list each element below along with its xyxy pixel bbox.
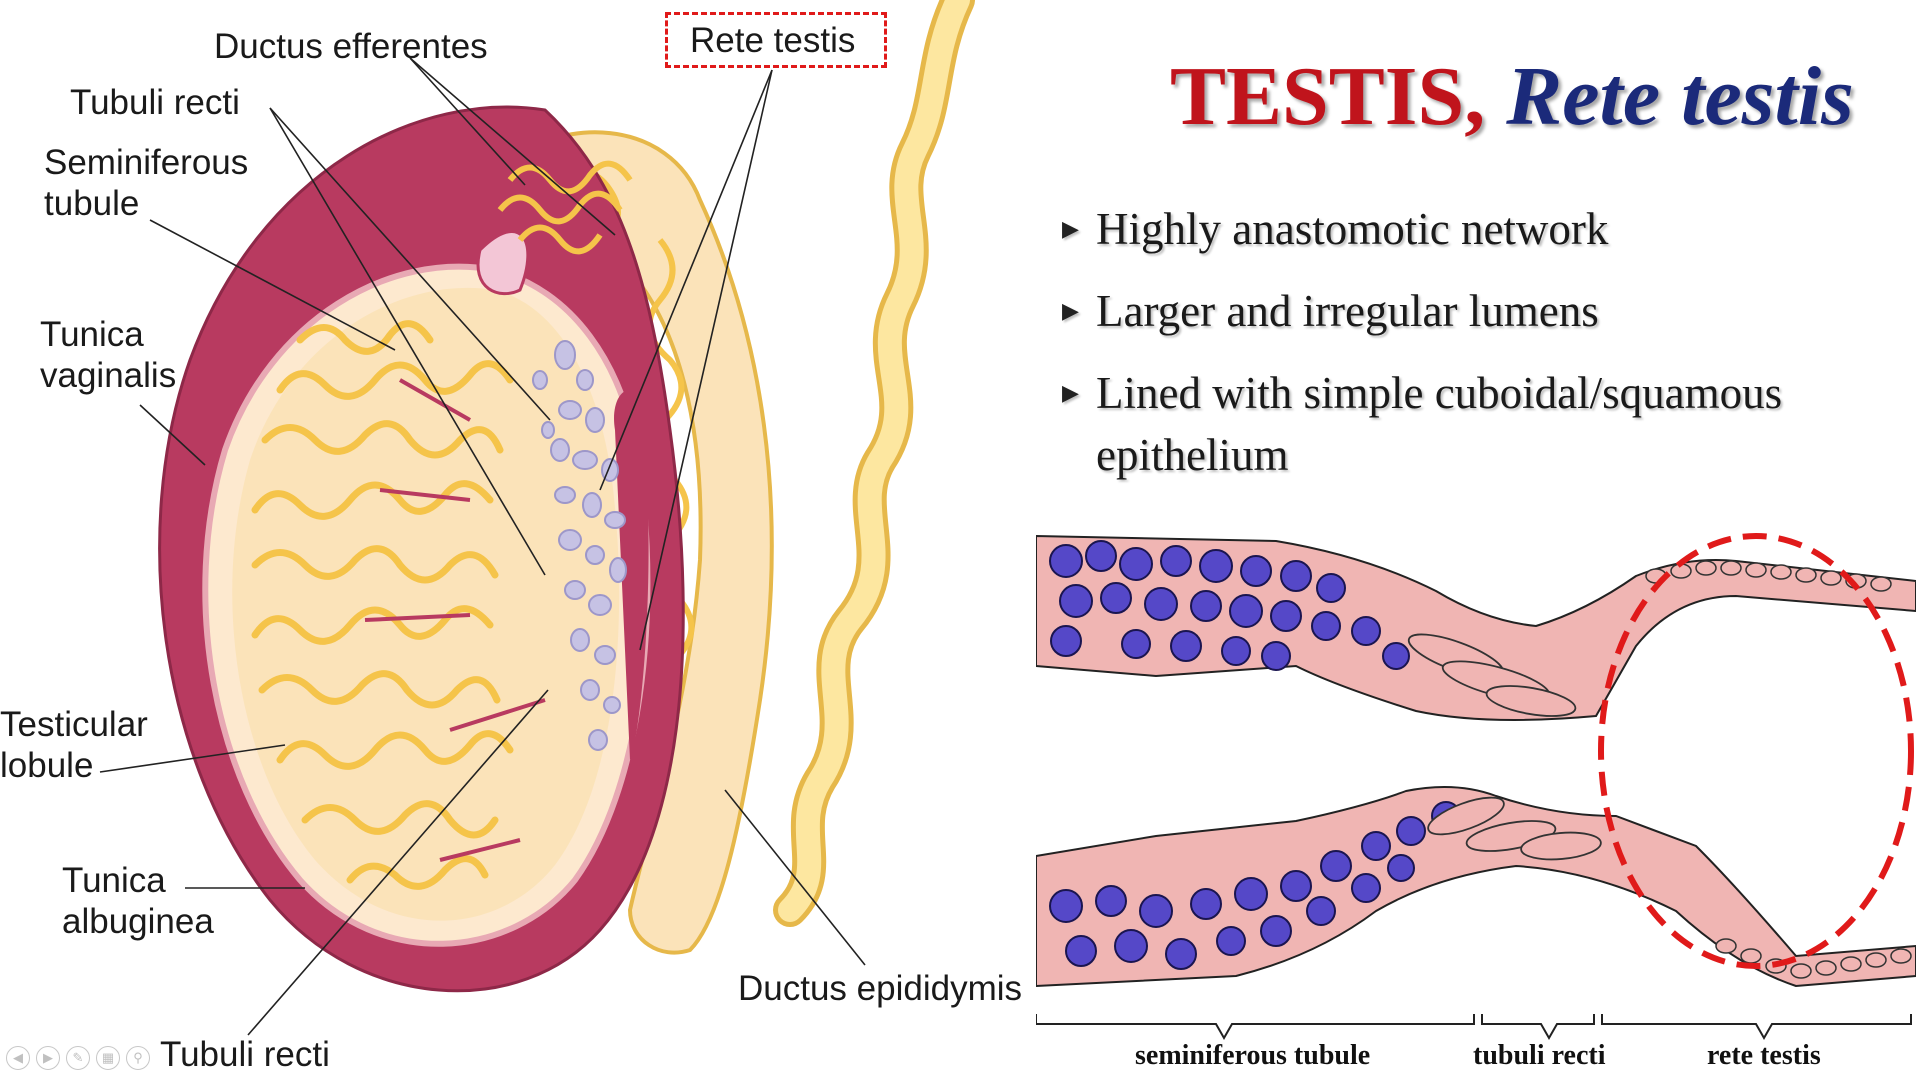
bullet-arrow-icon: ▶ [1062, 216, 1079, 241]
title-sub: Rete testis [1506, 50, 1854, 143]
epididymis [487, 130, 774, 955]
bullet-list: ▶ Highly anastomotic network ▶ Larger and … [1062, 198, 1912, 506]
bullet-text: Highly anastomotic network [1096, 204, 1609, 254]
pen-icon[interactable]: ✎ [66, 1046, 90, 1070]
label-seminiferous-tubule: Seminiferous tubule [44, 143, 249, 224]
label-rete-testis: Rete testis [690, 21, 856, 60]
bullet-arrow-icon: ▶ [1062, 298, 1079, 323]
prev-icon[interactable]: ◀ [6, 1046, 30, 1070]
histology-illustration [1036, 533, 1916, 1041]
testis-diagram [99, 0, 975, 1036]
label-histology-tubuli-recti: tubuli recti [1473, 1040, 1606, 1071]
label-tubuli-recti-top: Tubuli recti [70, 83, 240, 122]
tubuli-recti-cells [1407, 633, 1602, 861]
label-ductus-epididymis: Ductus epididymis [738, 969, 1022, 1008]
next-icon[interactable]: ▶ [36, 1046, 60, 1070]
label-testicular-lobule: Testicular lobule [0, 705, 148, 786]
germ-cells-lower [1049, 801, 1461, 970]
seminiferous-tubules [251, 320, 514, 890]
slides-icon[interactable]: ▦ [96, 1046, 120, 1070]
bullet-arrow-icon: ▶ [1062, 380, 1079, 405]
bullet-item: ▶ Larger and irregular lumens [1062, 280, 1912, 342]
label-tunica-vaginalis: Tunica vaginalis [40, 315, 177, 396]
label-histology-rete-testis: rete testis [1707, 1040, 1821, 1071]
bullet-text: Lined with simple cuboidal/squamous epit… [1096, 368, 1783, 480]
label-histology-seminiferous: seminiferous tubule [1135, 1040, 1371, 1071]
rete-testis-network [532, 340, 627, 751]
title-main: TESTIS, [1170, 50, 1486, 143]
slide-title: TESTIS, Rete testis [1170, 48, 1854, 145]
label-ductus-efferentes: Ductus efferentes [214, 27, 488, 66]
rete-testis-highlight-box [665, 12, 887, 68]
label-tunica-albuginea: Tunica albuginea [62, 861, 214, 942]
label-tubuli-recti-bottom: Tubuli recti [160, 1035, 330, 1074]
rete-highlight-ellipse [1598, 533, 1914, 969]
bullet-text: Larger and irregular lumens [1096, 286, 1599, 336]
bullet-item: ▶ Lined with simple cuboidal/squamous epi… [1062, 362, 1912, 486]
bullet-item: ▶ Highly anastomotic network [1062, 198, 1912, 260]
germ-cells-upper [1049, 540, 1410, 671]
zoom-icon[interactable]: ⚲ [126, 1046, 150, 1070]
region-brackets [1036, 1014, 1912, 1041]
slideshow-controls: ◀ ▶ ✎ ▦ ⚲ [6, 1046, 150, 1070]
lower-tubule-wall [1036, 786, 1916, 988]
rete-epithelium-cells [1645, 560, 1912, 979]
